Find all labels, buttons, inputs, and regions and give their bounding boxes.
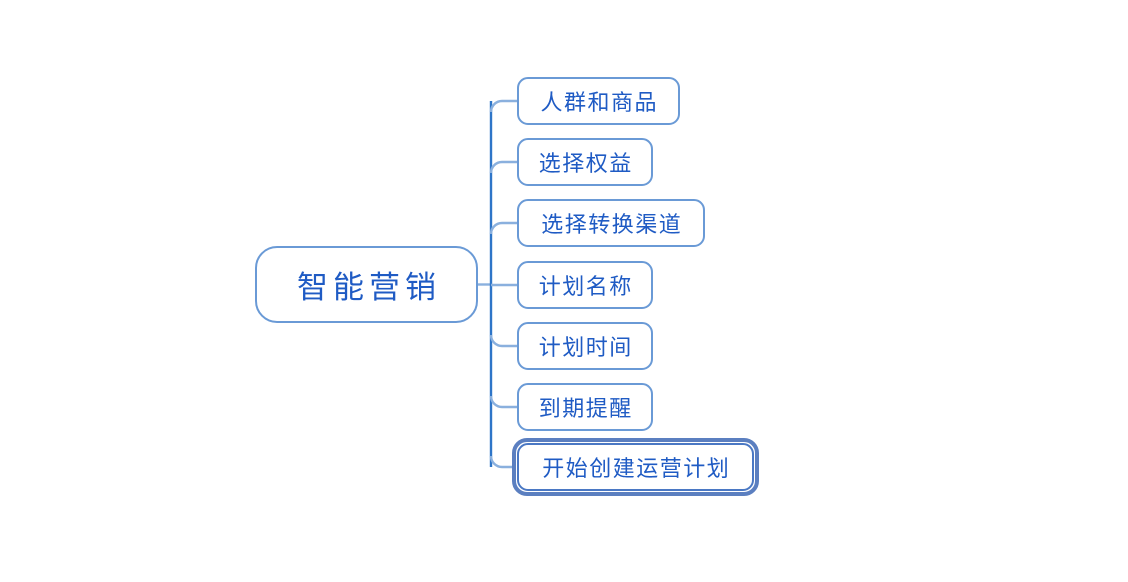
connector-branch-node-人群和商品 bbox=[489, 99, 517, 113]
connector-branch-node-选择转换渠道 bbox=[489, 221, 517, 235]
root-node-label: 智能营销 bbox=[297, 270, 441, 305]
connector-branch-node-计划时间 bbox=[489, 334, 517, 348]
child-node-label: 开始创建运营计划 bbox=[542, 456, 731, 481]
child-node-选择转换渠道[interactable]: 选择转换渠道 bbox=[517, 199, 705, 247]
child-node-计划时间[interactable]: 计划时间 bbox=[517, 322, 653, 370]
child-node-到期提醒[interactable]: 到期提醒 bbox=[517, 383, 653, 431]
child-node-label: 人群和商品 bbox=[540, 90, 658, 115]
child-node-label: 计划名称 bbox=[538, 274, 633, 299]
child-node-人群和商品[interactable]: 人群和商品 bbox=[517, 77, 680, 125]
child-node-label: 计划时间 bbox=[538, 335, 633, 360]
child-node-开始创建运营计划[interactable]: 开始创建运营计划 bbox=[517, 443, 754, 491]
child-node-计划名称[interactable]: 计划名称 bbox=[517, 261, 653, 309]
root-node[interactable]: 智能营销 bbox=[255, 246, 478, 323]
child-node-label: 到期提醒 bbox=[538, 396, 633, 421]
child-node-label: 选择转换渠道 bbox=[541, 212, 683, 237]
child-node-label: 选择权益 bbox=[538, 151, 633, 176]
child-node-选择权益[interactable]: 选择权益 bbox=[517, 138, 653, 186]
connector-branch-node-到期提醒 bbox=[489, 395, 517, 409]
connector-branch-node-选择权益 bbox=[489, 160, 517, 174]
